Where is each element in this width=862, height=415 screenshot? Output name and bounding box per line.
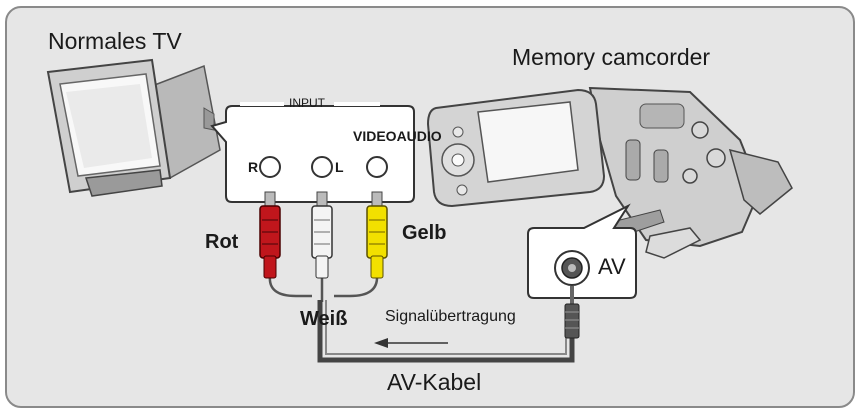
plug-red [259,191,281,279]
av-port-callout [527,203,637,299]
plug-white [311,191,333,279]
av-cable [268,275,580,363]
cable-label: AV-Kabel [387,369,482,395]
port-l-label: L [335,159,344,175]
port-video [366,156,388,178]
video-audio-label: VIDEOAUDIO [353,128,442,144]
tv-label: Normales TV [48,28,182,54]
signal-label: Signalübertragung [385,308,516,325]
av-port-label: AV [598,254,626,279]
plug-yellow [366,191,388,279]
tv-illustration [46,58,221,197]
camcorder-label: Memory camcorder [512,44,711,70]
connector-red-label: Rot [205,231,239,253]
input-panel [210,102,415,203]
connector-yellow-label: Gelb [402,222,447,244]
port-l [311,156,333,178]
camcorder-illustration [426,86,793,259]
port-r-label: R [248,159,259,175]
connector-white-label: Weiß [300,308,348,330]
input-panel-title: INPUT [289,96,325,110]
port-r [259,156,281,178]
signal-arrow [374,338,448,348]
